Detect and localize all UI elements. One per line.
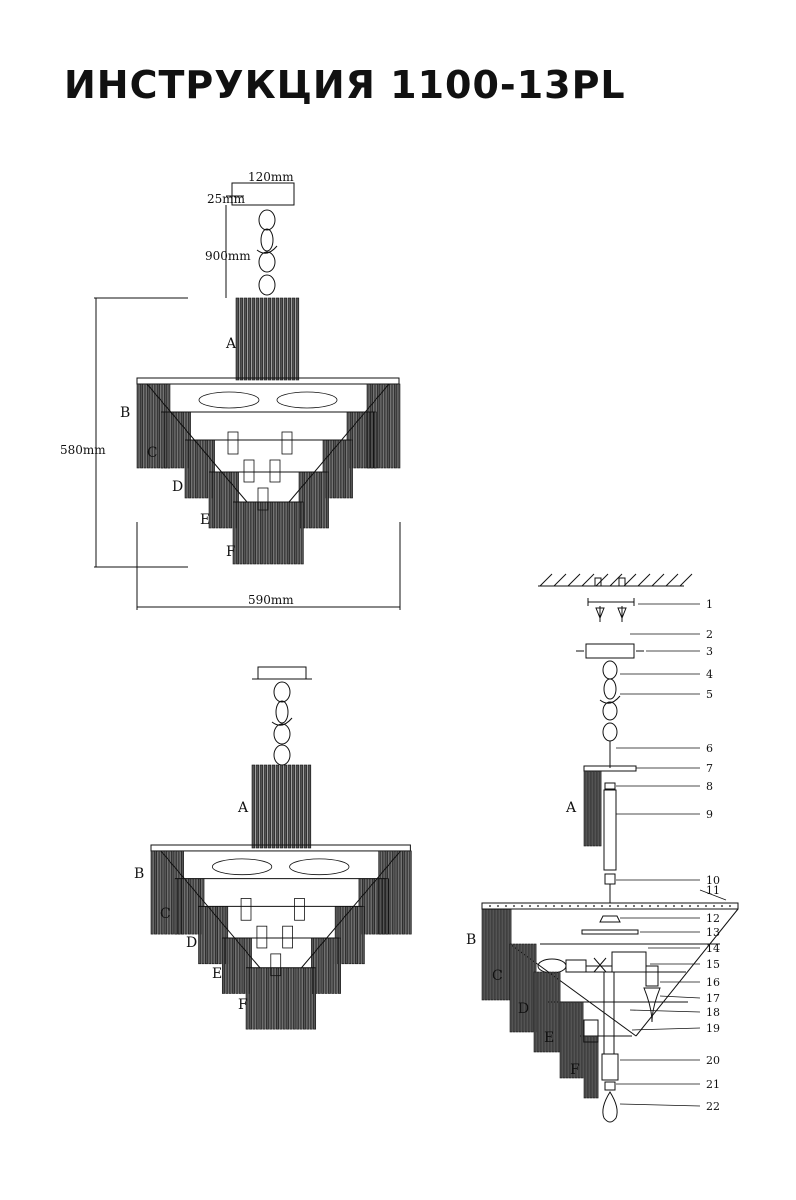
tier-label-d: D (518, 1001, 529, 1017)
part-number-label: 18 (706, 1006, 720, 1019)
part-number-label: 2 (706, 628, 713, 641)
part-number-label: 9 (706, 808, 713, 821)
side-bulb (643, 965, 661, 1023)
part-number-label: 12 (706, 912, 720, 925)
tier-label-e: E (212, 966, 222, 982)
canopy (585, 643, 635, 659)
center-hub (599, 915, 621, 923)
tier-label-a: A (237, 800, 249, 816)
wire-clip (593, 957, 607, 973)
tier-label-c: C (160, 906, 171, 922)
tier-b-rods (481, 908, 512, 1001)
upper-rod-column (251, 764, 312, 849)
part-number-label: 1 (706, 598, 713, 611)
tier-label-b: B (134, 866, 144, 882)
part-number-label: 8 (706, 780, 713, 793)
socket-box (611, 951, 647, 973)
part-number-label: 5 (706, 688, 713, 701)
canopy-height-label: 25mm (207, 192, 246, 206)
chain (256, 209, 278, 296)
part-number-label: 7 (706, 762, 713, 775)
center-plate (581, 929, 639, 935)
tier-a-rods (583, 770, 602, 847)
tier-label-a: A (565, 800, 577, 816)
tier-label-f: F (226, 544, 236, 560)
part-number-label: 14 (706, 942, 720, 955)
tier-f-rods (583, 1035, 599, 1099)
part-number-label: 4 (706, 668, 713, 681)
chandelier-body (150, 844, 412, 1030)
part-number-label: 22 (706, 1100, 720, 1113)
tier-d-rods (533, 971, 561, 1053)
part-number-label: 19 (706, 1022, 720, 1035)
lower-bulb (583, 1019, 599, 1043)
chain (599, 660, 621, 742)
tier-label-a: A (225, 336, 237, 352)
tier-e-rods (559, 1001, 584, 1079)
chandelier-body (136, 377, 401, 565)
part-number-label: 3 (706, 645, 713, 658)
tier-label-e: E (200, 512, 210, 528)
center-stem (603, 971, 615, 1055)
canopy (257, 666, 307, 680)
top-disc (583, 765, 637, 772)
center-tube (603, 789, 617, 871)
tier-c-rods (509, 943, 537, 1033)
part-number-label: 17 (706, 992, 720, 1005)
tier-label-c: C (492, 968, 503, 984)
assembled-view: A B C D E F (134, 666, 412, 1030)
part-number-label: 10 (706, 874, 720, 887)
mounting-bracket (587, 577, 635, 622)
nut (604, 873, 616, 885)
part-number-label: 6 (706, 742, 713, 755)
part-number-label: 13 (706, 926, 720, 939)
tier-label-b: B (466, 932, 476, 948)
bottom-socket (604, 1081, 616, 1091)
tier-label-f: F (238, 997, 248, 1013)
canopy-width-label: 120mm (248, 170, 294, 184)
chain (271, 681, 293, 766)
exploded-view: A B C D E F 1234567891011121314151617181… (466, 573, 739, 1123)
nut (604, 782, 616, 790)
tier-label-c: C (147, 445, 158, 461)
tier-label-e: E (544, 1030, 554, 1046)
part-number-label: 15 (706, 958, 720, 971)
frame-ring-dots (489, 905, 731, 907)
bottom-candle-bulb (602, 1091, 618, 1123)
part-number-label: 16 (706, 976, 720, 989)
body-width-label: 590mm (248, 593, 294, 607)
part-number-label: 21 (706, 1078, 720, 1091)
upper-rod-column (235, 297, 300, 381)
part-number-label: 20 (706, 1054, 720, 1067)
tier-label-d: D (172, 479, 183, 495)
part-number-label: 11 (706, 884, 720, 897)
bottom-cup (601, 1053, 619, 1081)
chain-length-label: 900mm (205, 249, 251, 263)
instruction-title: ИНСТРУКЦИЯ 1100-13PL (64, 63, 626, 107)
dimensioned-view: 120mm 25mm 900mm 580mm 590mm A B C D E (60, 170, 401, 610)
body-height-label: 580mm (60, 443, 106, 457)
tier-label-f: F (570, 1062, 580, 1078)
tier-label-d: D (186, 935, 197, 951)
tier-label-b: B (120, 405, 130, 421)
ceiling-hatch (539, 573, 693, 587)
